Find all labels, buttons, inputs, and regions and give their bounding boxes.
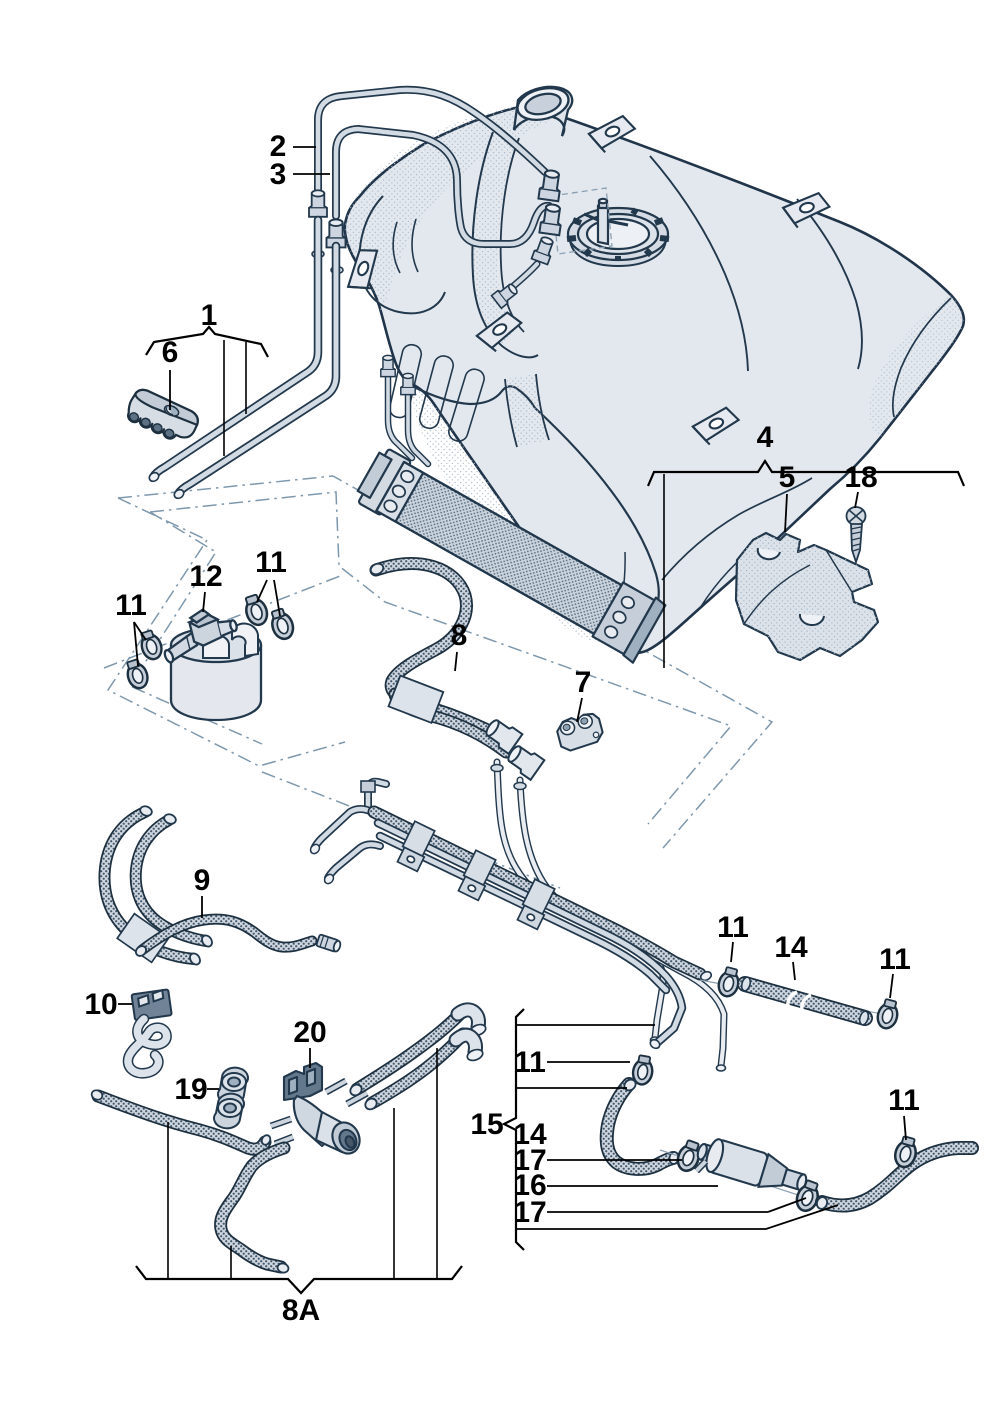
svg-text:8A: 8A xyxy=(282,1294,320,1327)
svg-text:3: 3 xyxy=(270,158,287,191)
svg-text:11: 11 xyxy=(717,911,749,944)
svg-text:16: 16 xyxy=(513,1169,546,1202)
svg-text:4: 4 xyxy=(757,421,774,454)
svg-text:12: 12 xyxy=(189,560,222,593)
svg-text:2: 2 xyxy=(270,130,287,163)
svg-text:17: 17 xyxy=(513,1196,546,1229)
svg-text:14: 14 xyxy=(513,1118,547,1151)
svg-text:9: 9 xyxy=(194,864,211,897)
svg-text:11: 11 xyxy=(115,589,147,622)
svg-text:15: 15 xyxy=(470,1108,503,1141)
svg-text:14: 14 xyxy=(774,931,808,964)
svg-text:11: 11 xyxy=(255,546,287,579)
svg-text:11: 11 xyxy=(879,943,911,976)
svg-text:19: 19 xyxy=(174,1073,207,1106)
svg-text:11: 11 xyxy=(514,1046,546,1079)
svg-text:7: 7 xyxy=(575,666,592,699)
svg-text:20: 20 xyxy=(293,1016,326,1049)
svg-text:17: 17 xyxy=(513,1144,546,1177)
svg-text:6: 6 xyxy=(162,336,179,369)
svg-text:1: 1 xyxy=(201,299,218,332)
svg-text:18: 18 xyxy=(844,461,877,494)
svg-text:10: 10 xyxy=(84,988,117,1021)
svg-text:11: 11 xyxy=(888,1084,920,1117)
svg-text:5: 5 xyxy=(779,461,796,494)
svg-text:8: 8 xyxy=(451,619,468,652)
